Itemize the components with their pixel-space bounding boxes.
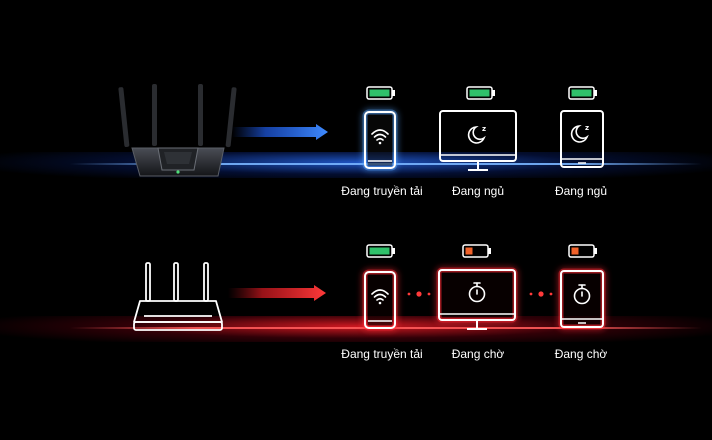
red-arrow-icon bbox=[228, 285, 326, 301]
monitor-icon bbox=[436, 267, 518, 330]
smartphone-icon bbox=[362, 109, 398, 171]
device-status-label: Đang truyền tải bbox=[341, 347, 423, 361]
blue-arrow-icon bbox=[232, 124, 328, 140]
wifi-icon bbox=[371, 129, 389, 141]
stopwatch-icon bbox=[468, 282, 486, 303]
connector-dots bbox=[407, 291, 431, 297]
tablet-icon bbox=[558, 268, 606, 330]
moon-sleep-icon bbox=[570, 124, 589, 143]
battery-icon bbox=[366, 244, 395, 258]
router-outline-icon bbox=[133, 262, 223, 331]
router-wifi6-icon bbox=[118, 84, 237, 177]
battery-icon bbox=[568, 244, 597, 258]
connector-dots bbox=[529, 291, 553, 297]
stopwatch-icon bbox=[573, 284, 591, 305]
device-status-label: Đang ngủ bbox=[554, 184, 608, 198]
battery-icon bbox=[462, 244, 491, 258]
svg-text:z: z bbox=[585, 124, 589, 132]
wifi-icon bbox=[371, 289, 389, 301]
blue-glow-floor bbox=[0, 152, 712, 178]
battery-icon bbox=[466, 86, 495, 100]
device-status-label: Đang chờ bbox=[451, 347, 505, 361]
device-status-label: Đang ngủ bbox=[451, 184, 505, 198]
svg-text:z: z bbox=[482, 125, 486, 133]
battery-icon bbox=[568, 86, 597, 100]
smartphone-icon bbox=[362, 269, 398, 331]
tablet-icon: z bbox=[560, 110, 604, 168]
device-status-label: Đang truyền tải bbox=[341, 184, 423, 198]
battery-icon bbox=[366, 86, 395, 100]
monitor-icon: z bbox=[439, 110, 517, 171]
device-status-label: Đang chờ bbox=[554, 347, 608, 361]
moon-sleep-icon bbox=[467, 125, 486, 144]
